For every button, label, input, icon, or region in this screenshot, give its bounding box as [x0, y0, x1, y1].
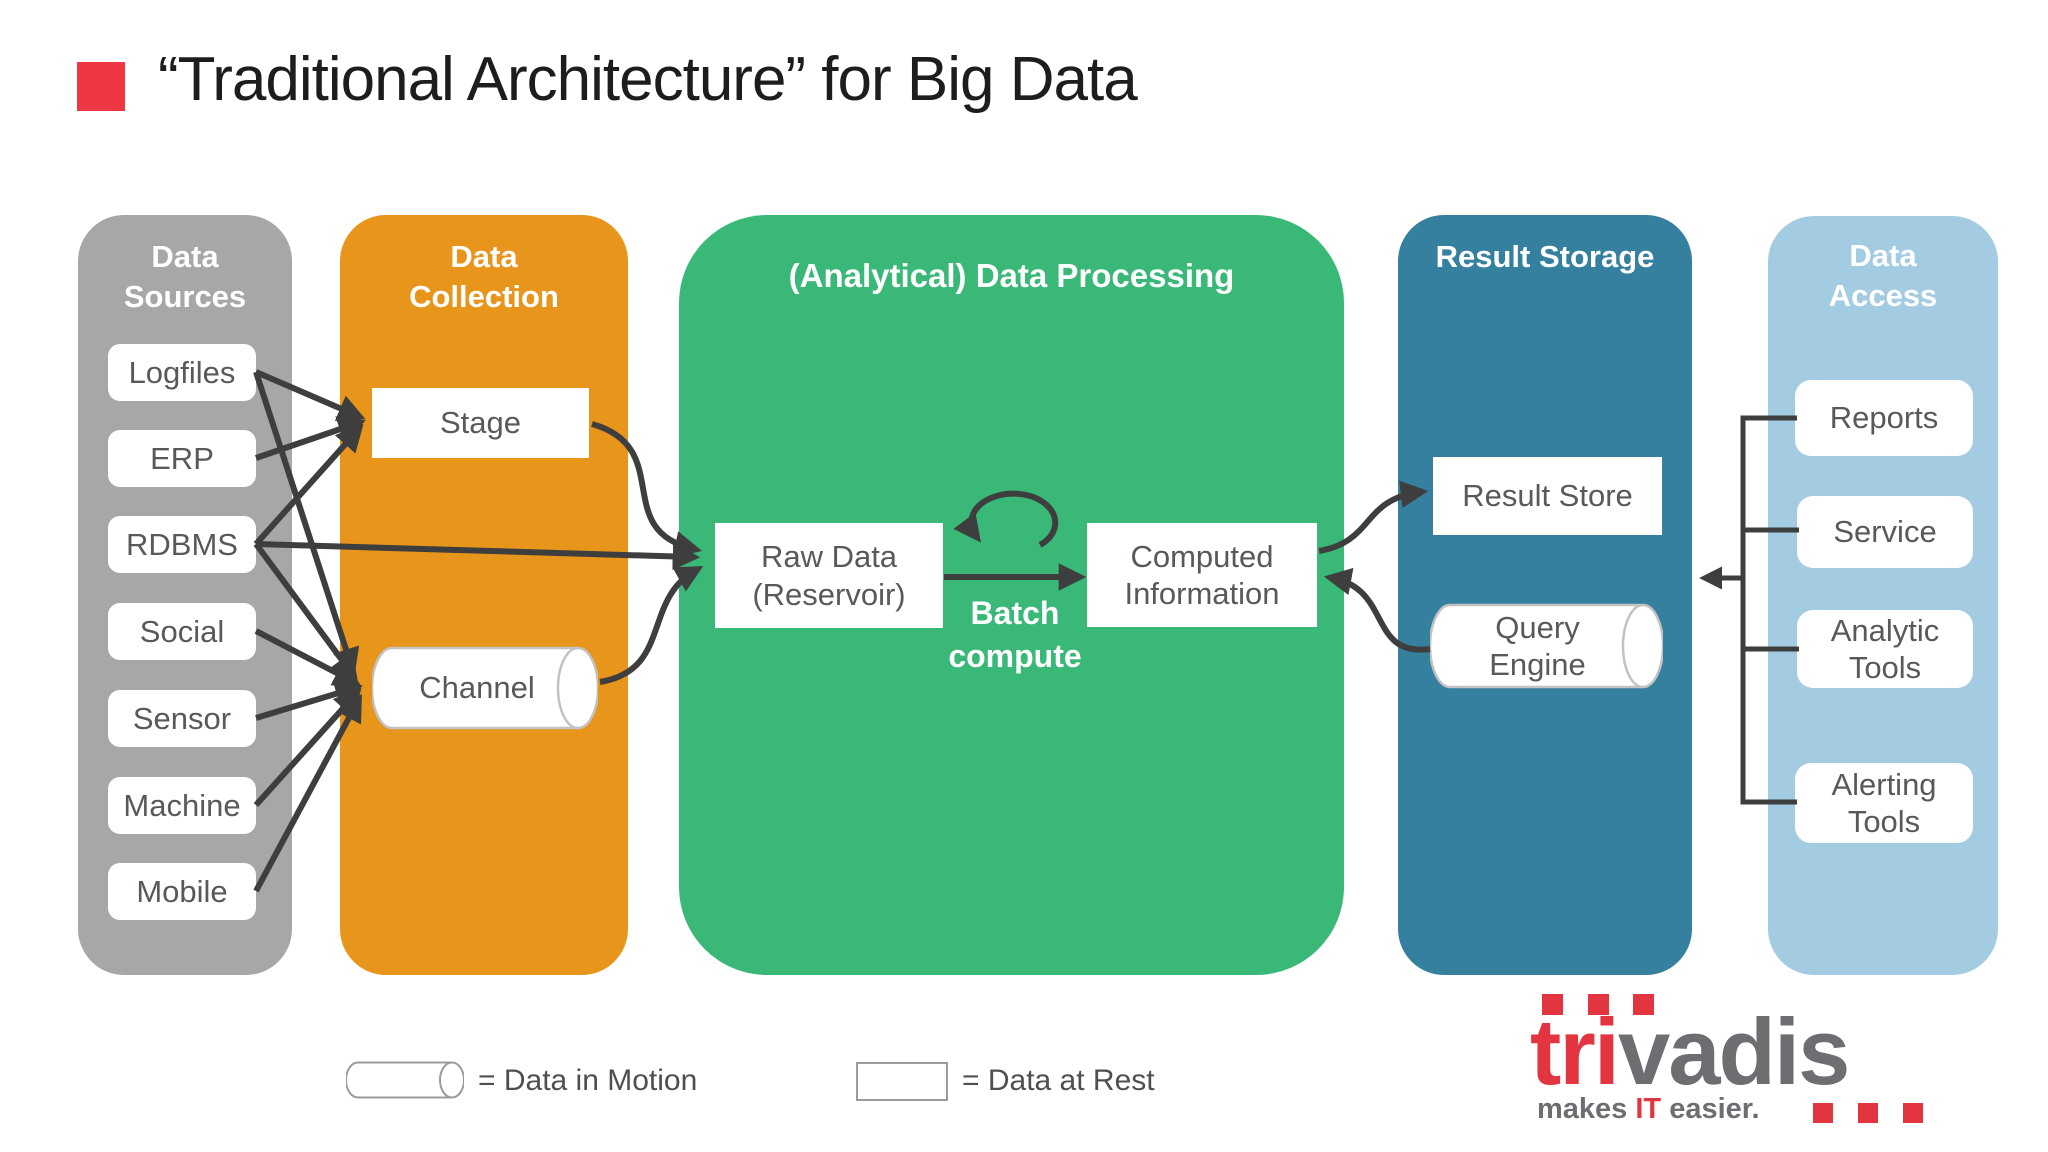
node-logfiles: Logfiles [108, 344, 256, 401]
column-data-sources: Data Sources [78, 215, 292, 975]
legend-data-at-rest: = Data at Rest [962, 1064, 1155, 1097]
node-computed-information: Computed Information [1087, 523, 1317, 627]
node-query-engine: Query Engine [1489, 609, 1586, 682]
logo-dot-icon [1813, 1103, 1833, 1123]
legend-cylinder-icon [346, 1061, 464, 1099]
logo-dot-icon [1858, 1103, 1878, 1123]
node-machine: Machine [108, 777, 256, 834]
logo-dot-icon [1903, 1103, 1923, 1123]
column-data-sources-title: Data Sources [123, 239, 247, 315]
column-data-processing-title: (Analytical) Data Processing [788, 257, 1235, 294]
column-result-storage: Result Storage [1398, 215, 1692, 975]
node-alerting-tools: Alerting Tools [1795, 763, 1973, 843]
batch-compute-label: Batch compute [948, 595, 1082, 675]
logo-tagline-easier: easier. [1661, 1093, 1760, 1125]
logo-tagline: makes IT easier. [1537, 1093, 1760, 1126]
logo-wordmark: trivadis [1530, 1005, 1850, 1099]
node-social: Social [108, 603, 256, 660]
node-mobile: Mobile [108, 863, 256, 920]
node-reports: Reports [1795, 380, 1973, 456]
logo-tagline-makes: makes [1537, 1093, 1636, 1125]
logo-dot-icon [1588, 994, 1609, 1015]
node-stage: Stage [372, 388, 589, 458]
page-title: “Traditional Architecture” for Big Data [158, 45, 1138, 114]
node-rdbms: RDBMS [108, 516, 256, 573]
logo-dot-icon [1542, 994, 1563, 1015]
node-analytic-tools: Analytic Tools [1797, 610, 1973, 688]
column-data-collection-title: Data Collection [409, 239, 559, 315]
node-sensor: Sensor [108, 690, 256, 747]
column-data-access-title: Data Access [1828, 238, 1938, 314]
logo-dot-icon [1633, 994, 1654, 1015]
column-data-access: Data Access [1768, 216, 1998, 975]
node-raw-data: Raw Data (Reservoir) [715, 523, 943, 628]
logo-word-vadis: vadis [1618, 999, 1850, 1104]
legend-rect-icon [856, 1062, 948, 1101]
column-result-storage-title: Result Storage [1435, 239, 1655, 274]
legend-data-in-motion: = Data in Motion [478, 1064, 698, 1097]
node-service: Service [1797, 496, 1973, 568]
node-result-store: Result Store [1433, 457, 1662, 535]
node-channel: Channel [419, 670, 535, 706]
node-erp: ERP [108, 430, 256, 487]
title-bullet-icon [77, 62, 125, 111]
logo-tagline-it: IT [1635, 1093, 1662, 1125]
logo-word-tri: tri [1530, 999, 1620, 1104]
column-data-collection: Data Collection [340, 215, 628, 975]
